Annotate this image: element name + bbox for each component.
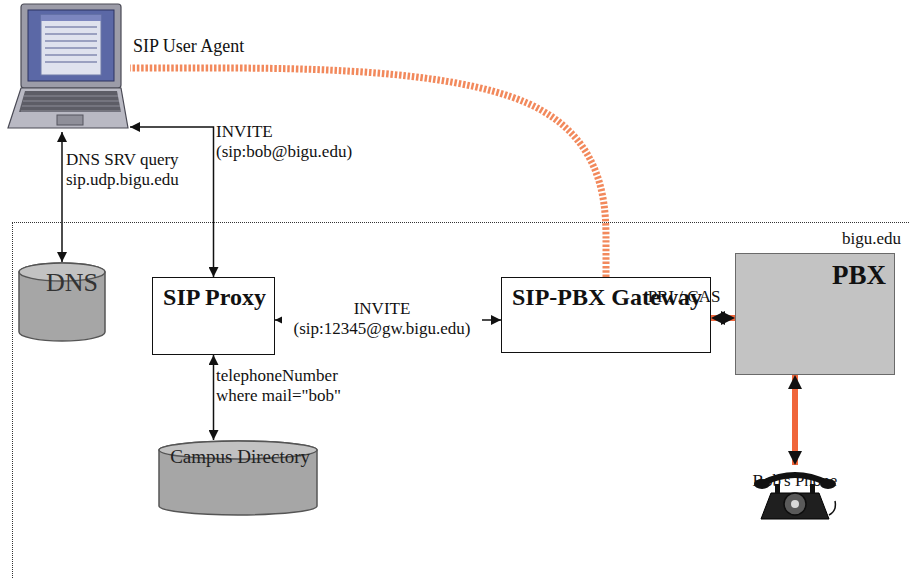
node-label: Campus Directory xyxy=(170,446,310,467)
node-label: SIP User Agent xyxy=(133,36,244,56)
window-row xyxy=(45,61,97,63)
node-label: DNS xyxy=(46,268,98,297)
key-row xyxy=(21,111,121,112)
connector xyxy=(213,355,215,440)
app-window xyxy=(41,15,101,75)
keyboard xyxy=(19,91,121,112)
phone-cord xyxy=(829,501,835,515)
server-box: SIP Proxy xyxy=(152,277,275,355)
connector xyxy=(130,127,214,277)
key-row xyxy=(22,106,120,107)
node-outline xyxy=(5,2,130,132)
key-row xyxy=(23,101,119,102)
node-label: SIP Proxy xyxy=(163,284,266,311)
cylinder-body xyxy=(159,441,317,515)
laptop-client: SIP User Agent xyxy=(5,2,130,132)
connector xyxy=(792,375,798,465)
connector xyxy=(711,315,735,321)
phone-body xyxy=(761,493,829,519)
domain-region: bigu.eduDNSSIP ProxySIP-PBX GatewayPBXCa… xyxy=(12,222,909,578)
window-row xyxy=(45,54,97,56)
cylinder-body xyxy=(19,263,105,341)
node-label: Bob's Phone xyxy=(735,471,855,549)
edge-label: DNS SRV query sip.udp.bigu.edu xyxy=(66,150,206,190)
laptop-lid xyxy=(21,4,121,88)
connector xyxy=(61,132,63,262)
touchpad xyxy=(57,115,83,125)
laptop-base xyxy=(8,88,128,128)
node-label: PBX xyxy=(832,260,886,290)
database-cylinder: Campus Directory xyxy=(158,440,318,516)
window-row xyxy=(45,33,97,35)
window-row xyxy=(45,26,97,28)
edge-label: telephoneNumber where mail="bob" xyxy=(216,366,366,406)
laptop-screen xyxy=(28,10,114,81)
node-label: bigu.edu xyxy=(842,229,901,248)
phone-dial xyxy=(784,493,806,515)
edge-label: PRI / CAS xyxy=(634,287,734,307)
dial-center xyxy=(791,500,799,508)
signaling-path xyxy=(130,68,606,277)
window-row xyxy=(45,47,97,49)
window-row xyxy=(45,40,97,42)
key-row xyxy=(24,96,118,97)
edge-label: INVITE (sip:bob@bigu.edu) xyxy=(216,122,386,162)
database-cylinder: DNS xyxy=(18,262,106,342)
pbx-box: PBX xyxy=(735,253,895,375)
window-titlebar xyxy=(41,15,101,21)
edge-label: INVITE (sip:12345@gw.bigu.edu) xyxy=(282,299,482,339)
telephone: Bob's Phone xyxy=(745,465,845,549)
